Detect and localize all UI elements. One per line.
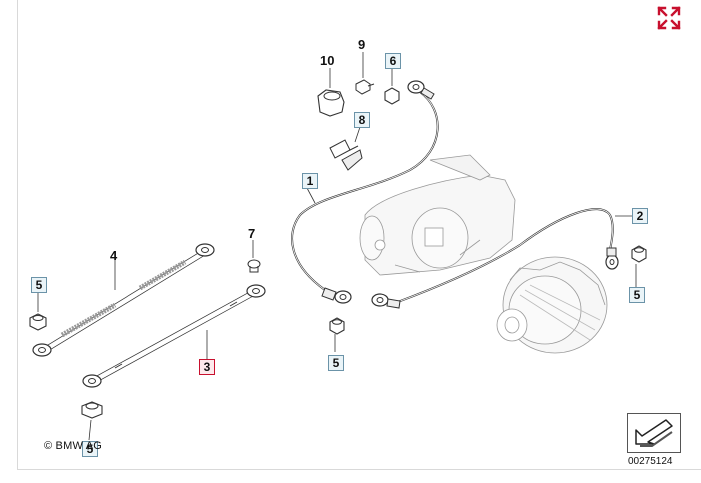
ground-strap-4	[32, 243, 215, 357]
callout-9[interactable]: 9	[358, 37, 366, 52]
callout-7[interactable]: 7	[248, 226, 256, 241]
nut-6	[384, 87, 400, 105]
ground-cable-3	[82, 284, 266, 388]
callout-3[interactable]: 3	[199, 359, 215, 375]
expand-arrows-icon[interactable]	[655, 4, 683, 32]
copyright-text: © BMW AG	[44, 440, 102, 452]
image-id-label: 00275124	[628, 456, 673, 467]
nut-5-bottom	[81, 401, 103, 419]
callout-5-right[interactable]: 5	[629, 287, 645, 303]
bolt-7	[247, 259, 261, 273]
callout-6[interactable]: 6	[385, 53, 401, 69]
callout-5-bottom[interactable]: 5	[82, 441, 98, 457]
starter-motor	[359, 154, 516, 276]
cap-10	[317, 89, 345, 117]
callout-10[interactable]: 10	[320, 53, 335, 68]
nut-5-right	[631, 245, 647, 263]
callout-8[interactable]: 8	[354, 112, 370, 128]
callout-5-left[interactable]: 5	[31, 277, 47, 293]
callout-2[interactable]: 2	[632, 208, 648, 224]
callout-1[interactable]: 1	[302, 173, 318, 189]
callout-4[interactable]: 4	[110, 248, 118, 263]
clip-8	[329, 139, 363, 171]
back-arrow-icon[interactable]	[627, 413, 681, 453]
callout-5-middle[interactable]: 5	[328, 355, 344, 371]
nut-5-middle	[329, 317, 345, 335]
nut-5-left	[29, 313, 47, 331]
alternator	[496, 256, 608, 354]
diagram-frame	[17, 0, 701, 470]
bolt-9	[355, 79, 375, 95]
